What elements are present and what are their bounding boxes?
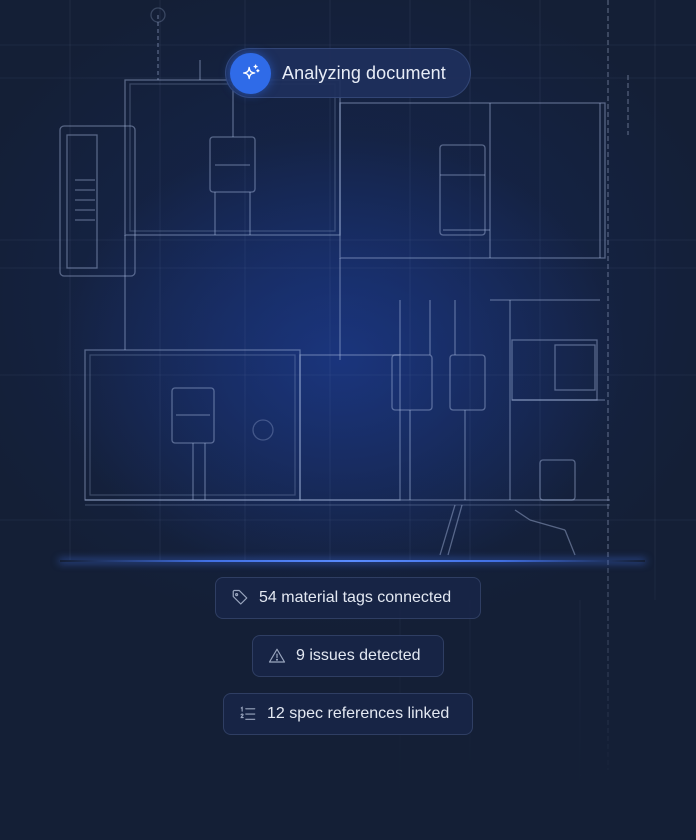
result-label: 9 issues detected [296, 647, 421, 664]
result-label: 12 spec references linked [267, 705, 450, 722]
result-material-tags[interactable]: 54 material tags connected [215, 577, 481, 619]
tag-icon [230, 588, 250, 608]
status-label: Analyzing document [282, 62, 446, 83]
result-spec-references[interactable]: 12 spec references linked [223, 693, 473, 735]
numbered-list-icon [238, 704, 258, 724]
status-badge: Analyzing document [225, 48, 471, 98]
result-label: 54 material tags connected [259, 589, 452, 606]
warning-triangle-icon [267, 646, 287, 666]
result-issues[interactable]: 9 issues detected [252, 635, 444, 677]
sparkles-icon [230, 52, 271, 94]
scan-line [60, 560, 645, 562]
